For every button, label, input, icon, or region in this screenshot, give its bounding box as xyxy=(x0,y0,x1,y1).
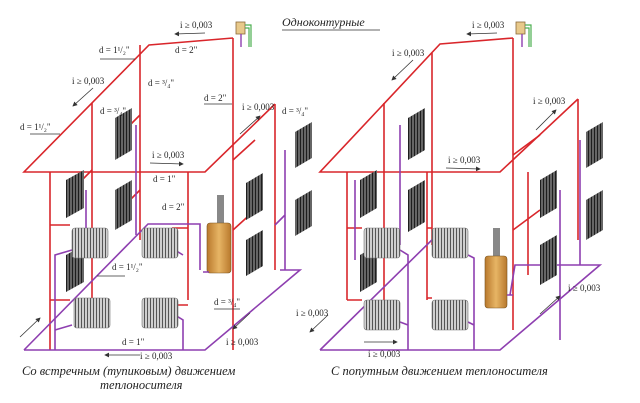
radiator xyxy=(71,227,109,259)
svg-text:С попутным движением теплоноси: С попутным движением теплоносителя xyxy=(331,364,548,378)
radiator xyxy=(73,297,111,329)
svg-text:i ≥ 0,003: i ≥ 0,003 xyxy=(72,76,105,86)
svg-text:i ≥ 0,003: i ≥ 0,003 xyxy=(296,308,329,318)
radiator xyxy=(540,235,557,285)
svg-text:i ≥ 0,003: i ≥ 0,003 xyxy=(448,155,481,165)
radiator xyxy=(431,299,469,331)
svg-text:Одноконтурные: Одноконтурные xyxy=(282,15,365,29)
svg-text:d = 1¹/₂": d = 1¹/₂" xyxy=(112,262,143,272)
radiator xyxy=(246,230,263,276)
svg-text:i ≥ 0,003: i ≥ 0,003 xyxy=(568,283,601,293)
radiators-wall xyxy=(66,108,312,292)
svg-text:d = 1¹/₂": d = 1¹/₂" xyxy=(99,45,130,55)
radiators-floor xyxy=(71,227,179,329)
radiator xyxy=(408,180,425,232)
radiator xyxy=(66,170,84,218)
expansion-tank-icon xyxy=(515,21,532,47)
radiator xyxy=(363,227,401,259)
radiator xyxy=(408,108,425,160)
svg-text:i ≥ 0,003: i ≥ 0,003 xyxy=(368,349,401,359)
svg-text:d = ³/₄": d = ³/₄" xyxy=(214,297,240,307)
right-caption: С попутным движением теплоносителя xyxy=(331,364,548,378)
radiator xyxy=(360,170,377,218)
svg-text:d = 1¹/₂": d = 1¹/₂" xyxy=(20,122,51,132)
svg-text:i ≥ 0,003: i ≥ 0,003 xyxy=(533,96,566,106)
radiator xyxy=(586,122,603,168)
return-pipes xyxy=(319,125,603,351)
expansion-tank-icon xyxy=(235,21,252,47)
right-annotations: i ≥ 0,003 i ≥ 0,003 i ≥ 0,003 i ≥ 0,003 … xyxy=(296,20,601,359)
radiator xyxy=(115,108,132,160)
svg-text:Со встречным (тупиковым) движе: Со встречным (тупиковым) движением xyxy=(22,364,235,378)
radiators-floor xyxy=(363,227,469,331)
svg-text:теплоносителя: теплоносителя xyxy=(100,378,183,392)
left-scheme: i ≥ 0,003 d = 2" d = 1¹/₂" d = ³/₄" i ≥ … xyxy=(19,20,312,392)
radiator xyxy=(540,170,557,218)
left-annotations: i ≥ 0,003 d = 2" d = 1¹/₂" d = ³/₄" i ≥ … xyxy=(19,20,308,361)
radiator xyxy=(141,227,179,259)
diagram-title: Одноконтурные xyxy=(282,15,380,31)
svg-text:d = ³/₄": d = ³/₄" xyxy=(282,106,308,116)
radiator xyxy=(246,173,263,220)
radiator xyxy=(363,299,401,331)
svg-text:d = ³/₄": d = ³/₄" xyxy=(148,78,174,88)
radiator xyxy=(115,180,132,230)
radiator xyxy=(586,190,603,240)
svg-text:d = 1": d = 1" xyxy=(153,174,176,184)
svg-text:i ≥ 0,003: i ≥ 0,003 xyxy=(392,48,425,58)
svg-text:i ≥ 0,003: i ≥ 0,003 xyxy=(472,20,505,30)
svg-text:d = 2": d = 2" xyxy=(175,45,198,55)
boiler-icon xyxy=(203,195,232,274)
svg-text:d = 2": d = 2" xyxy=(162,202,185,212)
supply-pipes xyxy=(318,37,579,330)
svg-text:d = ³/₄": d = ³/₄" xyxy=(100,106,126,116)
svg-text:i ≥ 0,003: i ≥ 0,003 xyxy=(152,150,185,160)
radiator xyxy=(295,190,312,236)
radiator xyxy=(295,122,312,168)
left-caption: Со встречным (тупиковым) движением тепло… xyxy=(22,364,235,392)
svg-text:i ≥ 0,003: i ≥ 0,003 xyxy=(140,351,173,361)
right-scheme: i ≥ 0,003 i ≥ 0,003 i ≥ 0,003 i ≥ 0,003 … xyxy=(296,20,603,378)
radiator xyxy=(141,297,179,329)
svg-text:i ≥ 0,003: i ≥ 0,003 xyxy=(226,337,259,347)
svg-text:i ≥ 0,003: i ≥ 0,003 xyxy=(180,20,213,30)
svg-text:d = 1": d = 1" xyxy=(122,337,145,347)
svg-text:i ≥ 0,003: i ≥ 0,003 xyxy=(242,102,275,112)
boiler-icon xyxy=(484,228,513,309)
svg-text:d = 2": d = 2" xyxy=(204,93,227,103)
supply-pipes xyxy=(22,37,276,350)
radiator xyxy=(431,227,469,259)
